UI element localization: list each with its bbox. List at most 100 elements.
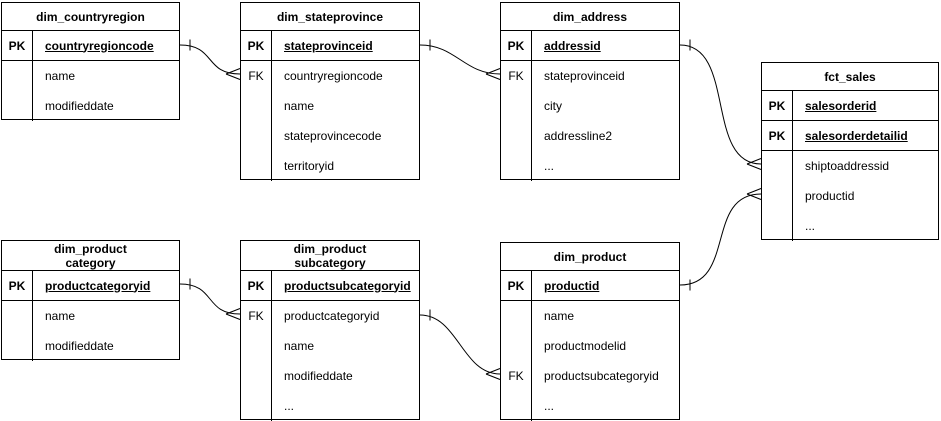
field-row: modifieddate [241, 361, 419, 391]
connector-product-fctsales[interactable] [679, 188, 762, 291]
field-row: FK productsubcategoryid [501, 361, 679, 391]
entity-title: dim_product subcategory [241, 241, 419, 271]
key-cell [501, 151, 532, 181]
key-cell: PK [241, 271, 272, 300]
field-row: productmodelid [501, 331, 679, 361]
field-row: PK addressid [501, 31, 679, 61]
field-name: productid [805, 189, 855, 203]
field-row: name [2, 61, 179, 91]
key-cell [762, 211, 793, 241]
field-row: territoryid [241, 151, 419, 181]
connector-productsubcategory-product[interactable] [419, 309, 501, 380]
field-name: productcategoryid [45, 278, 151, 293]
field-name: modifieddate [45, 99, 114, 113]
field-name: city [544, 99, 562, 113]
many-crowfoot [225, 308, 241, 320]
key-cell [241, 331, 272, 361]
key-cell: PK [501, 31, 532, 60]
many-crowfoot [746, 158, 762, 170]
edge-line [419, 44, 501, 75]
key-cell [762, 181, 793, 211]
field-name: productsubcategoryid [284, 278, 411, 293]
field-row: addressline2 [501, 121, 679, 151]
key-cell: PK [2, 31, 33, 60]
key-cell: FK [241, 61, 272, 91]
field-name: name [45, 69, 76, 83]
field-name: stateprovinceid [544, 69, 625, 83]
entity-title: fct_sales [762, 63, 938, 91]
field-name: countryregioncode [284, 69, 383, 83]
field-name: addressid [544, 38, 601, 53]
field-row: PK productid [501, 271, 679, 301]
key-cell: PK [2, 271, 33, 300]
edge-line [179, 44, 241, 75]
connector-address-fctsales[interactable] [679, 39, 762, 170]
field-name: ... [544, 159, 555, 173]
edge-line [419, 314, 501, 375]
key-cell [501, 301, 532, 331]
field-row: modifieddate [2, 331, 179, 361]
field-row: ... [762, 211, 938, 241]
field-row: FK countryregioncode [241, 61, 419, 91]
field-name: salesorderdetailid [805, 128, 908, 143]
field-row: FK productcategoryid [241, 301, 419, 331]
field-name: addressline2 [544, 129, 613, 143]
key-cell [501, 331, 532, 361]
field-name: productsubcategoryid [544, 369, 659, 383]
entity-dim-productcategory[interactable]: dim_product category PK productcategoryi… [1, 240, 180, 361]
edge-line [679, 44, 762, 165]
many-crowfoot [485, 368, 501, 380]
field-row: PK countryregioncode [2, 31, 179, 61]
field-name: name [45, 309, 76, 323]
field-name: territoryid [284, 159, 335, 173]
connector-productcategory-productsubcategory[interactable] [179, 278, 241, 320]
field-name: shiptoaddressid [805, 159, 890, 173]
field-name: modifieddate [284, 369, 353, 383]
field-name: productmodelid [544, 339, 627, 353]
key-cell [501, 91, 532, 121]
key-cell [2, 331, 33, 361]
field-row: ... [241, 391, 419, 421]
field-row: PK salesorderid [762, 91, 938, 121]
entity-title: dim_countryregion [2, 3, 179, 31]
field-row: stateprovincecode [241, 121, 419, 151]
connector-countryregion-stateprovince[interactable] [179, 39, 241, 80]
key-cell [241, 121, 272, 151]
key-cell [241, 91, 272, 121]
entity-title: dim_product [501, 243, 679, 271]
key-cell [2, 61, 33, 91]
field-row: PK productsubcategoryid [241, 271, 419, 301]
field-name: stateprovinceid [284, 38, 373, 53]
key-cell [2, 301, 33, 331]
entity-fct-sales[interactable]: fct_sales PK salesorderid PK salesorderd… [761, 62, 939, 241]
entity-title: dim_product category [2, 241, 179, 271]
key-cell: FK [501, 361, 532, 391]
field-row: name [241, 91, 419, 121]
key-cell: PK [762, 121, 793, 150]
field-name: ... [284, 399, 295, 413]
key-cell [241, 361, 272, 391]
entity-dim-address[interactable]: dim_address PK addressid FK stateprovinc… [500, 2, 680, 181]
field-row: ... [501, 391, 679, 421]
key-cell [762, 151, 793, 181]
field-name: name [544, 309, 575, 323]
field-name: countryregioncode [45, 38, 154, 53]
key-cell [501, 391, 532, 421]
entity-dim-stateprovince[interactable]: dim_stateprovince PK stateprovinceid FK … [240, 2, 420, 181]
field-row: modifieddate [2, 91, 179, 121]
connector-stateprovince-address[interactable] [419, 39, 501, 80]
entity-dim-productsubcategory[interactable]: dim_product subcategory PK productsubcat… [240, 240, 420, 421]
entity-dim-product[interactable]: dim_product PK productid name productmod… [500, 242, 680, 421]
field-row: city [501, 91, 679, 121]
entity-dim-countryregion[interactable]: dim_countryregion PK countryregioncode n… [1, 2, 180, 121]
field-name: modifieddate [45, 339, 114, 353]
field-name: ... [805, 219, 816, 233]
field-row: FK stateprovinceid [501, 61, 679, 91]
field-row: PK productcategoryid [2, 271, 179, 301]
field-name: salesorderid [805, 98, 877, 113]
field-name: stateprovincecode [284, 129, 382, 143]
key-cell [501, 121, 532, 151]
key-cell: PK [501, 271, 532, 300]
field-name: name [284, 339, 315, 353]
